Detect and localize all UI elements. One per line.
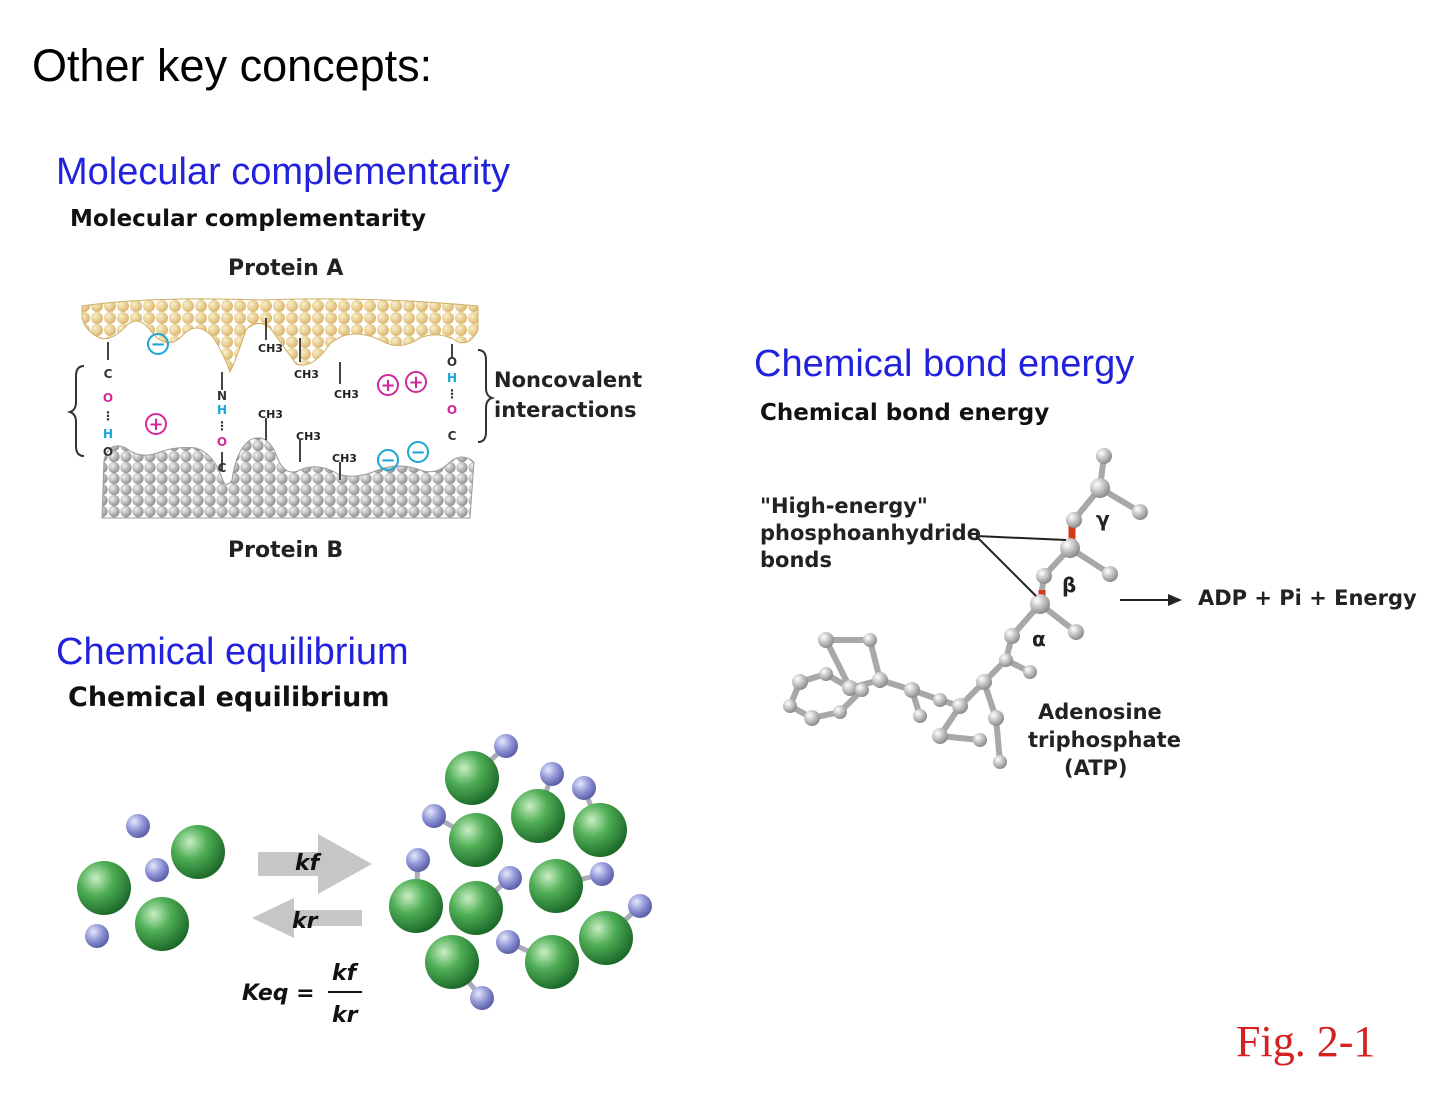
slide-title: Other key concepts: — [32, 40, 433, 91]
svg-text:O: O — [217, 435, 227, 449]
atp-label-line3: (ATP) — [1064, 756, 1128, 780]
forward-arrow — [258, 834, 372, 894]
svg-text:C: C — [104, 367, 113, 381]
products-label: ADP + Pi + Energy — [1198, 586, 1417, 610]
svg-text:O: O — [447, 403, 457, 417]
protein-b-label: Protein B — [228, 538, 344, 563]
ch3-label: CH3 — [334, 388, 359, 401]
negative-charge: − — [410, 442, 425, 463]
molecular-complementarity-heading: Molecular complementarity — [56, 151, 511, 193]
keq-numerator: kf — [332, 961, 359, 986]
svg-text:O: O — [103, 391, 113, 405]
svg-text:H: H — [103, 427, 113, 441]
alpha-label: α — [1032, 627, 1046, 651]
chemical-equilibrium-heading: Chemical equilibrium — [56, 631, 409, 673]
negative-charge: − — [380, 450, 395, 471]
ch3-label: CH3 — [296, 430, 321, 443]
negative-charge: − — [150, 334, 165, 355]
right-bracket — [477, 349, 496, 443]
ch3-label: CH3 — [332, 452, 357, 465]
keq-label: Keq = — [242, 981, 315, 1006]
svg-text:H: H — [217, 403, 227, 417]
ch3-label: CH3 — [258, 408, 283, 421]
noncovalent-label: Noncovalent — [494, 368, 643, 392]
left-bracket — [66, 365, 85, 457]
ch3-label: CH3 — [258, 342, 283, 355]
atp-label-line1: Adenosine — [1038, 700, 1162, 724]
protein-a-label: Protein A — [228, 256, 344, 281]
figure-reference: Fig. 2-1 — [1236, 1017, 1376, 1066]
high-energy-label-line2: phosphoanhydride — [760, 521, 981, 545]
protein-b-surface — [101, 437, 475, 519]
atp-label-line2: triphosphate — [1028, 728, 1181, 752]
reactant-molecules — [77, 814, 225, 951]
product-spheres — [389, 734, 652, 1010]
svg-text:C: C — [218, 461, 227, 475]
bond-energy-figure-caption: Chemical bond energy — [760, 400, 1050, 426]
equilibrium-figure-caption: Chemical equilibrium — [68, 682, 390, 713]
ch3-label: CH3 — [294, 368, 319, 381]
protein-a-surface — [81, 298, 479, 374]
positive-charge: + — [408, 372, 423, 393]
gamma-label: γ — [1096, 507, 1110, 531]
positive-charge: + — [148, 414, 163, 435]
keq-denominator: kr — [332, 1003, 359, 1028]
svg-text:N: N — [217, 389, 227, 403]
beta-label: β — [1062, 573, 1076, 597]
interactions-label: interactions — [494, 398, 637, 422]
molecular-figure-caption: Molecular complementarity — [70, 206, 426, 232]
positive-charge: + — [380, 375, 395, 396]
svg-text:H: H — [447, 371, 457, 385]
svg-text:C: C — [448, 429, 457, 443]
svg-text:⋮: ⋮ — [216, 419, 228, 433]
svg-text:⋮: ⋮ — [102, 409, 114, 423]
high-energy-label-line3: bonds — [760, 548, 832, 572]
svg-text:O: O — [447, 355, 457, 369]
forward-rate-label: kf — [295, 851, 322, 876]
svg-text:O: O — [103, 445, 113, 459]
high-energy-label-line1: "High-energy" — [760, 494, 928, 518]
reverse-arrow — [252, 898, 362, 938]
reverse-rate-label: kr — [292, 909, 319, 934]
svg-text:⋮: ⋮ — [446, 387, 458, 401]
chemical-bond-energy-heading: Chemical bond energy — [754, 343, 1135, 385]
